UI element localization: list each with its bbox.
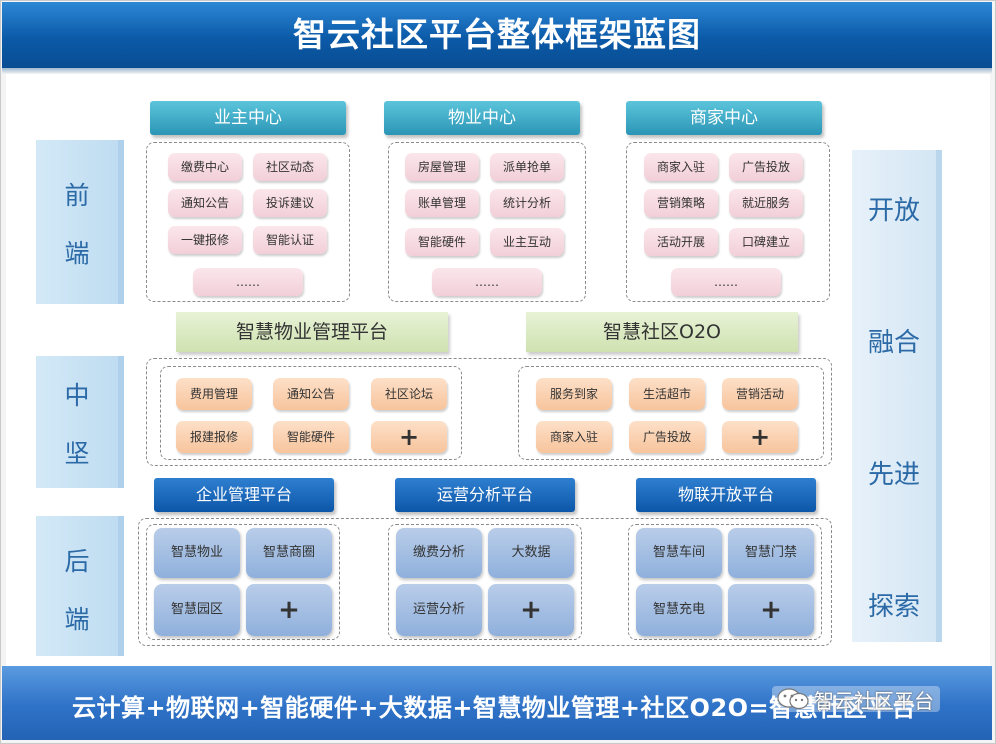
merchant-item: 营销策略 xyxy=(644,189,718,217)
property-item: 派单抢单 xyxy=(490,153,564,181)
value-explore: 探索 xyxy=(867,592,920,622)
property-platform-item: 智能硬件 xyxy=(273,421,349,453)
property-platform-plus-icon: + xyxy=(371,421,447,453)
merchant-item: 口碑建立 xyxy=(729,228,803,256)
merchant-more-item: …… xyxy=(671,268,781,296)
enterprise-platform-header: 企业管理平台 xyxy=(154,478,334,512)
property-platform-item: 费用管理 xyxy=(176,378,252,410)
owner-item: 社区动态 xyxy=(253,153,327,181)
iot-item: 智慧车间 xyxy=(636,528,722,578)
owner-center-header: 业主中心 xyxy=(150,101,346,135)
enterprise-item: 智慧园区 xyxy=(154,584,240,636)
side-label-front-char-2: 端 xyxy=(64,239,90,268)
owner-more-item: …… xyxy=(193,268,303,296)
side-label-front: 前 端 xyxy=(36,140,124,304)
side-label-middle-char-1: 中 xyxy=(64,381,90,410)
side-label-back-char-1: 后 xyxy=(64,547,90,576)
analytics-item: 大数据 xyxy=(488,528,574,578)
merchant-item: 活动开展 xyxy=(644,228,718,256)
o2o-item: 生活超市 xyxy=(629,378,705,410)
o2o-item: 营销活动 xyxy=(722,378,798,410)
watermark-text: 智云社区平台 xyxy=(814,688,934,713)
analytics-item: 缴费分析 xyxy=(396,528,482,578)
side-label-middle-char-2: 坚 xyxy=(64,439,90,468)
footer-formula: 云计算+物联网+智能硬件+大数据+智慧物业管理+社区O2O=智慧社区平台 xyxy=(2,666,992,740)
property-platform-header: 智慧物业管理平台 xyxy=(176,312,448,352)
analytics-platform-header: 运营分析平台 xyxy=(395,478,575,512)
property-item: 房屋管理 xyxy=(405,153,479,181)
enterprise-plus-icon: + xyxy=(246,584,332,636)
property-more-item: …… xyxy=(432,268,542,296)
side-label-middle: 中 坚 xyxy=(36,356,124,488)
iot-plus-icon: + xyxy=(728,584,814,636)
property-item: 统计分析 xyxy=(490,189,564,217)
analytics-plus-icon: + xyxy=(488,584,574,636)
side-label-back: 后 端 xyxy=(36,516,124,656)
iot-platform-header: 物联开放平台 xyxy=(636,478,816,512)
property-platform-item: 通知公告 xyxy=(273,378,349,410)
watermark: 智云社区平台 xyxy=(772,686,940,713)
property-item: 智能硬件 xyxy=(405,228,479,256)
property-center-header: 物业中心 xyxy=(384,101,580,135)
right-values-panel: 开放 融合 先进 探索 xyxy=(852,150,942,642)
o2o-item: 商家入驻 xyxy=(536,421,612,453)
iot-item: 智慧门禁 xyxy=(728,528,814,578)
property-item: 账单管理 xyxy=(405,189,479,217)
merchant-center-header: 商家中心 xyxy=(626,101,822,135)
side-label-back-char-2: 端 xyxy=(64,605,90,634)
owner-item: 智能认证 xyxy=(253,226,327,254)
o2o-item: 广告投放 xyxy=(629,421,705,453)
merchant-item: 商家入驻 xyxy=(644,153,718,181)
enterprise-item: 智慧商圈 xyxy=(246,528,332,578)
side-label-front-char-1: 前 xyxy=(64,181,90,210)
owner-item: 投诉建议 xyxy=(253,189,327,217)
iot-item: 智慧充电 xyxy=(636,584,722,636)
owner-item: 缴费中心 xyxy=(168,153,242,181)
property-platform-item: 社区论坛 xyxy=(371,378,447,410)
property-platform-item: 报建报修 xyxy=(176,421,252,453)
owner-item: 通知公告 xyxy=(168,189,242,217)
merchant-item: 广告投放 xyxy=(729,153,803,181)
merchant-item: 就近服务 xyxy=(729,189,803,217)
o2o-header: 智慧社区O2O xyxy=(526,312,798,352)
enterprise-item: 智慧物业 xyxy=(154,528,240,578)
value-fusion: 融合 xyxy=(867,328,920,358)
property-item: 业主互动 xyxy=(490,228,564,256)
analytics-item: 运营分析 xyxy=(396,584,482,636)
page-title: 智云社区平台整体框架蓝图 xyxy=(2,2,992,74)
owner-item: 一键报修 xyxy=(168,226,242,254)
o2o-plus-icon: + xyxy=(722,421,798,453)
wechat-icon xyxy=(774,686,814,712)
value-advanced: 先进 xyxy=(867,460,920,490)
value-open: 开放 xyxy=(867,196,920,226)
o2o-item: 服务到家 xyxy=(536,378,612,410)
